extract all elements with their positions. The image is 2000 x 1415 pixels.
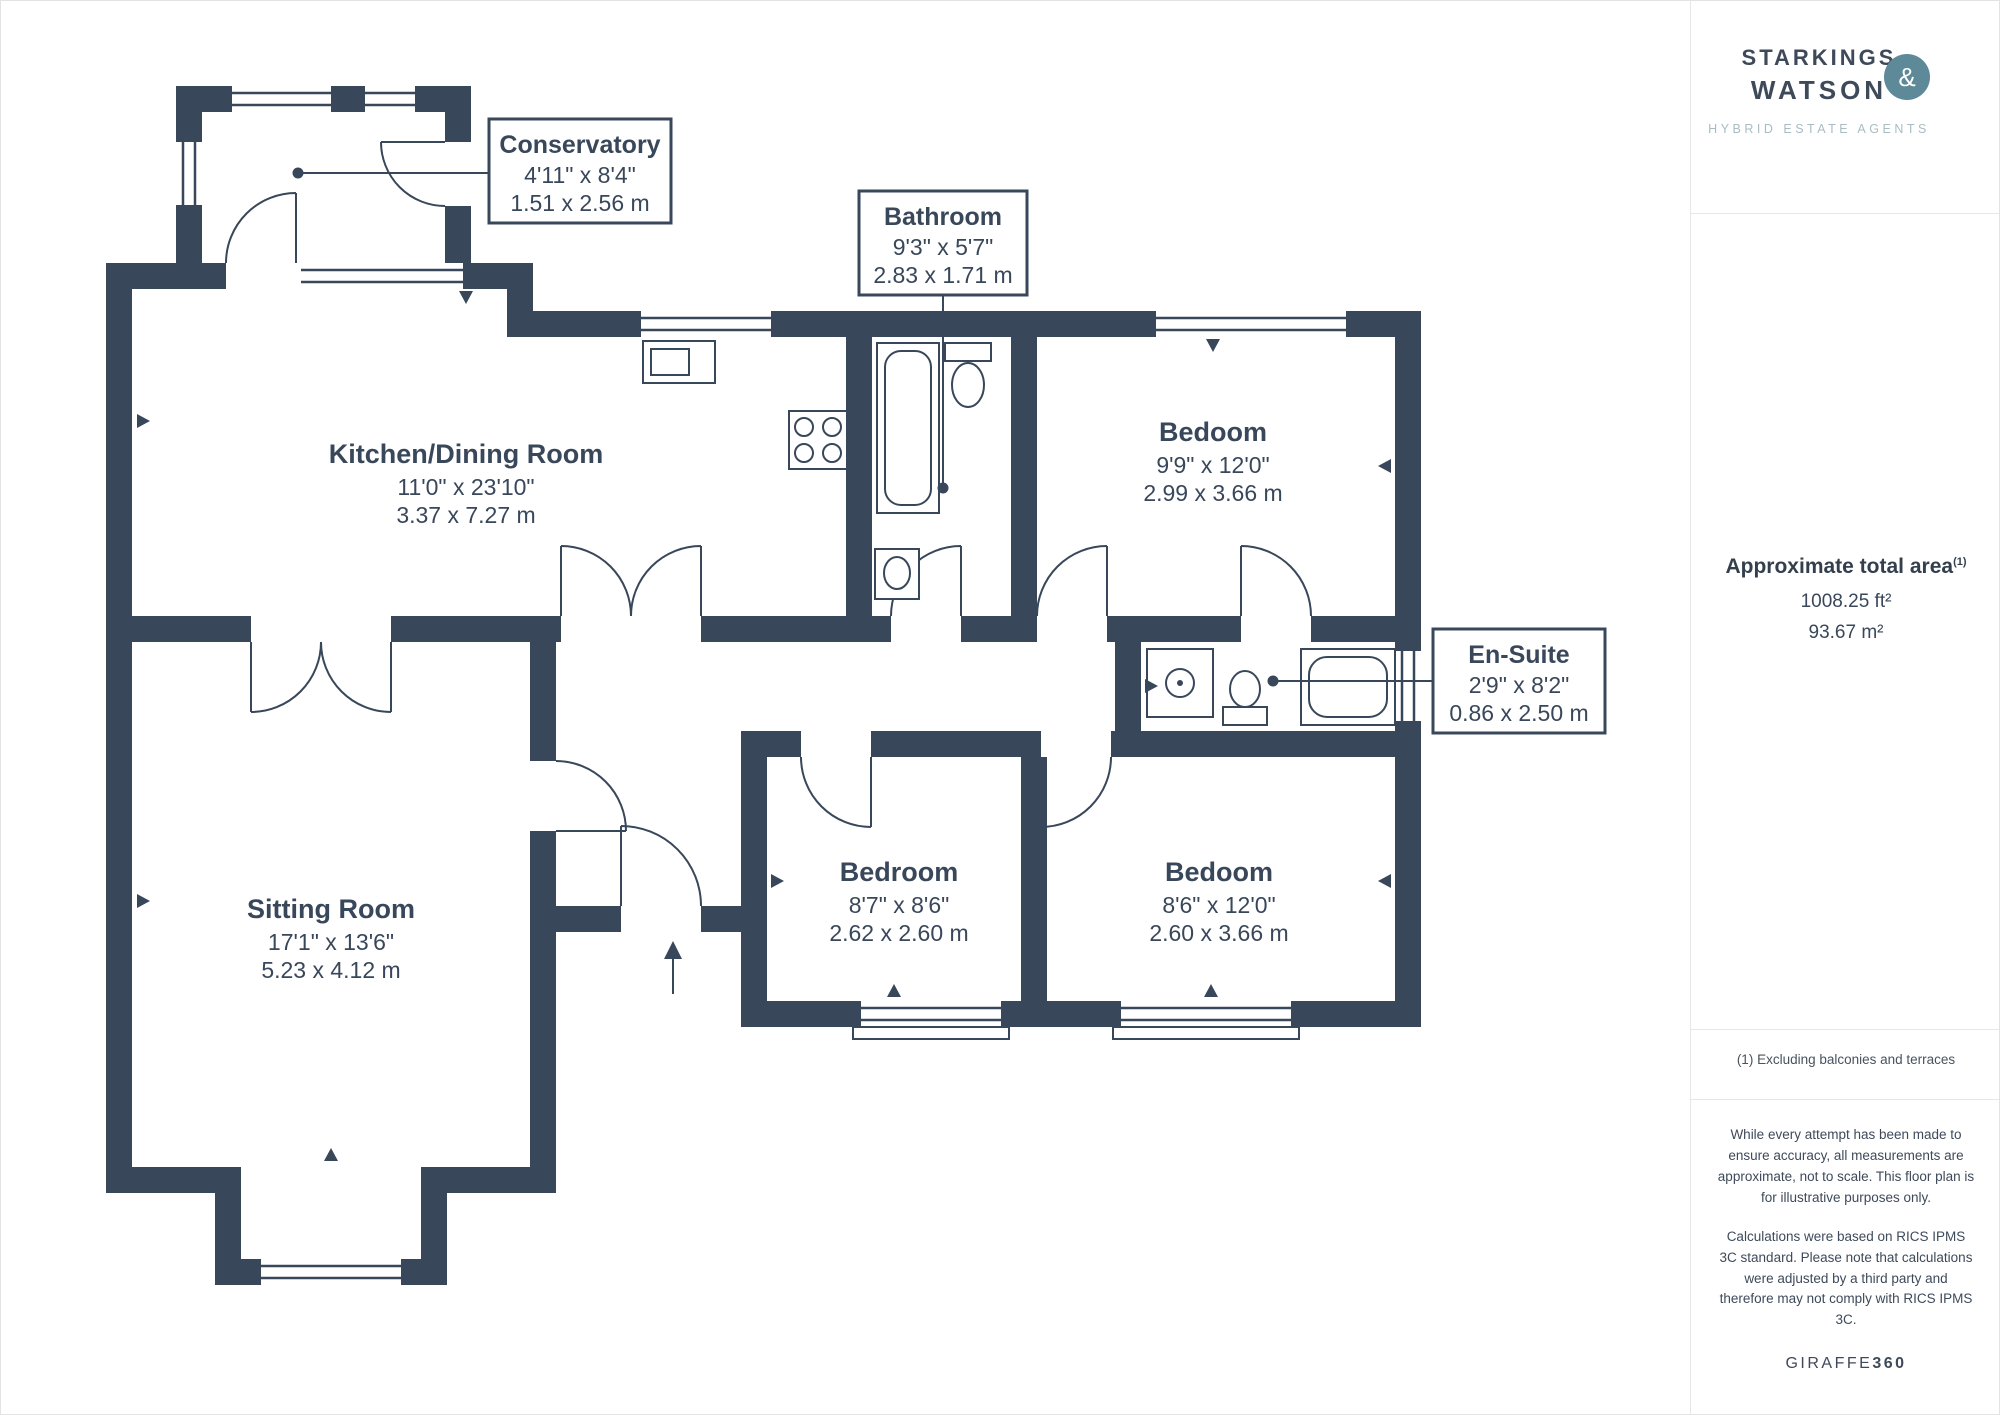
divider — [1691, 1029, 1999, 1030]
room-dims-ft: 4'11" x 8'4" — [524, 162, 636, 188]
window-sill — [852, 1026, 1010, 1040]
callout-ensuite: En-Suite 2'9" x 8'2" 0.86 x 2.50 m — [1267, 627, 1607, 735]
bedroom-mid-window — [861, 1006, 1001, 1022]
kitchen-top-window — [641, 316, 771, 332]
total-area-ft: 1008.25 ft² — [1800, 591, 1892, 612]
bathroom-toilet — [944, 342, 992, 408]
room-dims-m: 0.86 x 2.50 m — [1449, 700, 1588, 726]
agency-logo: STARKINGS & WATSON HYBRID ESTATE AGENTS — [1691, 45, 1999, 136]
room-name: Bathroom — [884, 203, 1002, 231]
bedroom-top-door — [1036, 545, 1108, 617]
room-dims-m: 2.60 x 3.66 m — [1149, 920, 1288, 946]
room-name: Bedoom — [1165, 857, 1273, 887]
footnote-marker: (1) — [1953, 556, 1967, 568]
kitchen-conservatory-window — [301, 268, 463, 284]
windows — [181, 91, 1416, 1280]
room-label-kitchen: Kitchen/Dining Room 11'0" x 23'10" 3.37 … — [329, 439, 603, 528]
walls — [106, 86, 1421, 1285]
divider — [1691, 1099, 1999, 1100]
room-dims-ft: 17'1" x 13'6" — [268, 929, 394, 955]
kitchen-hall-door-right — [630, 545, 702, 617]
room-label-sitting: Sitting Room 17'1" x 13'6" 5.23 x 4.12 m — [247, 894, 415, 983]
ensuite-door — [1240, 545, 1312, 617]
room-dims-ft: 11'0" x 23'10" — [397, 474, 534, 500]
sitting-double-door-right — [320, 641, 392, 713]
total-area-title-text: Approximate total area — [1725, 555, 1954, 578]
floorplan-drawing: Kitchen/Dining Room 11'0" x 23'10" 3.37 … — [106, 86, 1607, 1285]
divider — [1691, 213, 1999, 214]
bathroom-bathtub — [876, 342, 940, 514]
bedroom-bottom-door — [1040, 756, 1112, 828]
kitchen-hob — [788, 410, 848, 470]
callout-conservatory: Conservatory 4'11" x 8'4" 1.51 x 2.56 m — [292, 117, 673, 225]
bedroom-top-window — [1156, 316, 1346, 332]
room-label-bedroom-top: Bedoom 9'9" x 12'0" 2.99 x 3.66 m — [1143, 417, 1282, 506]
disclaimer-paragraph-1: While every attempt has been made to ens… — [1717, 1127, 1975, 1205]
entrance-arrow — [664, 941, 682, 994]
ensuite-bathtub — [1300, 648, 1396, 726]
room-name: Sitting Room — [247, 894, 415, 924]
room-dims-ft: 2'9" x 8'2" — [1469, 672, 1570, 698]
ensuite-window — [1400, 651, 1416, 721]
giraffe360-logo-bold: 360 — [1872, 1355, 1907, 1372]
disclaimer-block: While every attempt has been made to ens… — [1717, 1125, 1975, 1331]
sitting-room-door — [555, 760, 627, 832]
disclaimer-paragraph-2: Calculations were based on RICS IPMS 3C … — [1719, 1228, 1973, 1328]
total-area-m: 93.67 m² — [1808, 622, 1884, 643]
room-dims-m: 2.83 x 1.71 m — [873, 262, 1012, 288]
bay-window — [261, 1264, 401, 1280]
agency-name-line1: STARKINGS — [1741, 45, 1897, 70]
room-dims-m: 2.99 x 3.66 m — [1143, 480, 1282, 506]
room-dims-m: 5.23 x 4.12 m — [261, 957, 400, 983]
room-label-bedroom-mid: Bedroom 8'7" x 8'6" 2.62 x 2.60 m — [829, 857, 968, 946]
room-name: Kitchen/Dining Room — [329, 439, 603, 469]
callout-bathroom: Bathroom 9'3" x 5'7" 2.83 x 1.71 m — [857, 189, 1029, 494]
room-name: Conservatory — [499, 131, 660, 159]
measurement-ticks — [137, 291, 1391, 1161]
bedroom-mid-door — [800, 756, 872, 828]
front-door — [620, 825, 702, 907]
room-dims-ft: 8'6" x 12'0" — [1162, 892, 1275, 918]
room-dims-ft: 9'3" x 5'7" — [893, 234, 994, 260]
room-name: En-Suite — [1468, 641, 1569, 669]
conservatory-door — [225, 192, 297, 264]
info-sidebar: STARKINGS & WATSON HYBRID ESTATE AGENTS … — [1690, 1, 1999, 1414]
room-dims-m: 2.62 x 2.60 m — [829, 920, 968, 946]
total-area-title: Approximate total area(1) — [1691, 555, 1999, 579]
room-name: Bedroom — [840, 857, 959, 887]
sitting-double-door-left — [250, 641, 322, 713]
room-dims-m: 1.51 x 2.56 m — [510, 190, 649, 216]
room-label-bedroom-bottom: Bedoom 8'6" x 12'0" 2.60 x 3.66 m — [1149, 857, 1288, 946]
conservatory-side-door — [380, 141, 446, 207]
ensuite-shower — [1146, 648, 1214, 718]
doors — [225, 141, 1312, 907]
kitchen-sink-counter — [642, 340, 716, 384]
giraffe360-logo-light: GIRAFFE — [1785, 1355, 1873, 1372]
conservatory-top-window — [232, 91, 415, 107]
room-name: Bedoom — [1159, 417, 1267, 447]
kitchen-hall-door-left — [560, 545, 632, 617]
area-footnote: (1) Excluding balconies and terraces — [1736, 1052, 1956, 1067]
window-sill — [1112, 1026, 1300, 1040]
room-dims-m: 3.37 x 7.27 m — [396, 502, 535, 528]
conservatory-left-window — [181, 142, 197, 205]
ampersand: & — [1898, 62, 1916, 92]
agency-tagline: HYBRID ESTATE AGENTS — [1708, 122, 1930, 136]
ampersand-badge-icon: & — [1884, 54, 1930, 100]
bedroom-bottom-window — [1121, 1006, 1291, 1022]
room-dims-ft: 9'9" x 12'0" — [1156, 452, 1269, 478]
room-dims-ft: 8'7" x 8'6" — [849, 892, 950, 918]
agency-name-line2: WATSON — [1750, 75, 1888, 105]
ensuite-toilet — [1222, 670, 1268, 726]
giraffe360-logo: GIRAFFE360 — [1691, 1355, 1999, 1373]
fixtures — [642, 340, 1396, 994]
bathroom-sink — [874, 548, 920, 600]
total-area-block: Approximate total area(1) 1008.25 ft² 93… — [1691, 555, 1999, 644]
